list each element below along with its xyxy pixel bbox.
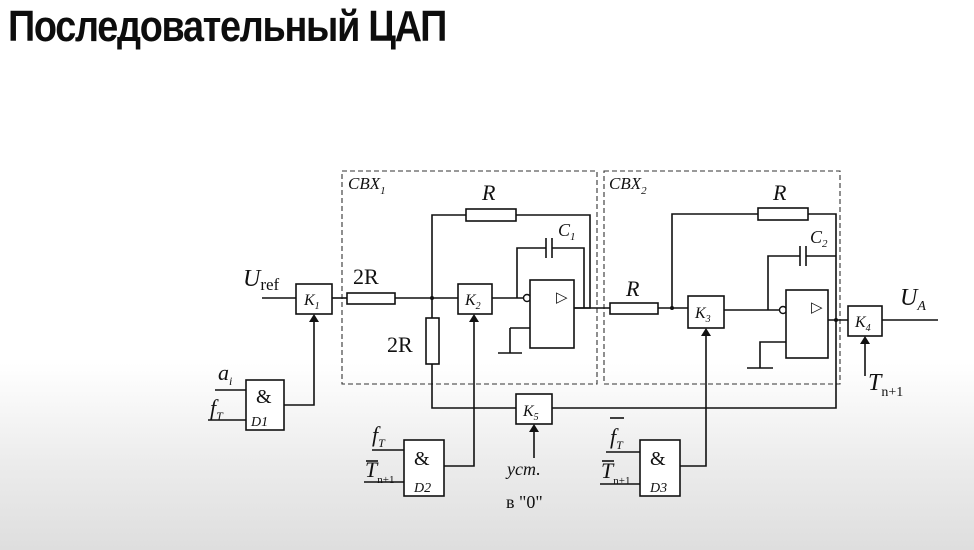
gate-d1-in1: ai [218, 360, 232, 388]
resistor-2r-shunt [425, 317, 440, 365]
gate-d3-name: D3 [649, 481, 667, 496]
switch-k5-label: K5 [522, 403, 539, 423]
switch-k1 [295, 283, 333, 315]
ua-label: UA [900, 285, 926, 314]
resistor-2r-series [346, 292, 396, 305]
gate-d3-op: & [650, 448, 666, 470]
amplifier-1-symbol: ▷ [556, 290, 568, 306]
gate-d3-in2: Tn+1 [601, 458, 630, 487]
gate-d1-op: & [256, 386, 272, 408]
uref-label: Uref [243, 266, 280, 294]
amplifier-2-symbol: ▷ [811, 300, 823, 316]
switch-k4-label: K4 [854, 314, 871, 334]
cbx1-boundary [341, 170, 598, 385]
gate-d1-in2: fT [210, 395, 224, 423]
capacitor-c2-label: C2 [810, 227, 828, 250]
reset-label: уст. [505, 459, 541, 479]
gate-d2-in2: Tn+1 [365, 457, 394, 486]
reset-zero-label: в "0" [506, 492, 543, 512]
gate-d2-op: & [414, 448, 430, 470]
cbx2-label: CBX2 [609, 174, 647, 197]
resistor-2r-shunt-label: 2R [387, 332, 413, 357]
amplifier-2 [785, 289, 829, 359]
gate-d3-in1: fT [610, 424, 624, 452]
resistor-r-feedback2 [757, 207, 809, 221]
capacitor-c1-label: C1 [558, 220, 576, 243]
gate-d2 [403, 439, 445, 497]
switch-k3 [687, 295, 725, 329]
gate-d3 [639, 439, 681, 497]
resistor-2r-series-label: 2R [353, 264, 379, 289]
resistor-r-mid [609, 302, 659, 315]
resistor-r-feedback2-label: R [772, 180, 787, 205]
tn1-output-label: Tn+1 [868, 370, 903, 400]
resistor-r-feedback1 [465, 208, 517, 222]
amplifier-1 [529, 279, 575, 349]
gate-d1-name: D1 [250, 415, 268, 430]
resistor-r-feedback1-label: R [481, 180, 496, 205]
switch-k1-label: K1 [303, 292, 320, 312]
switch-k2-label: K2 [464, 292, 481, 312]
gate-d2-in1: fT [372, 422, 386, 450]
switch-k2 [457, 283, 493, 315]
slide-title: Последовательный ЦАП [8, 2, 447, 51]
switch-k3-label: K3 [694, 305, 711, 325]
resistor-r-mid-label: R [625, 276, 640, 301]
switch-k4 [847, 305, 883, 337]
gate-d2-name: D2 [413, 481, 431, 496]
cbx1-label: CBX1 [348, 174, 386, 197]
